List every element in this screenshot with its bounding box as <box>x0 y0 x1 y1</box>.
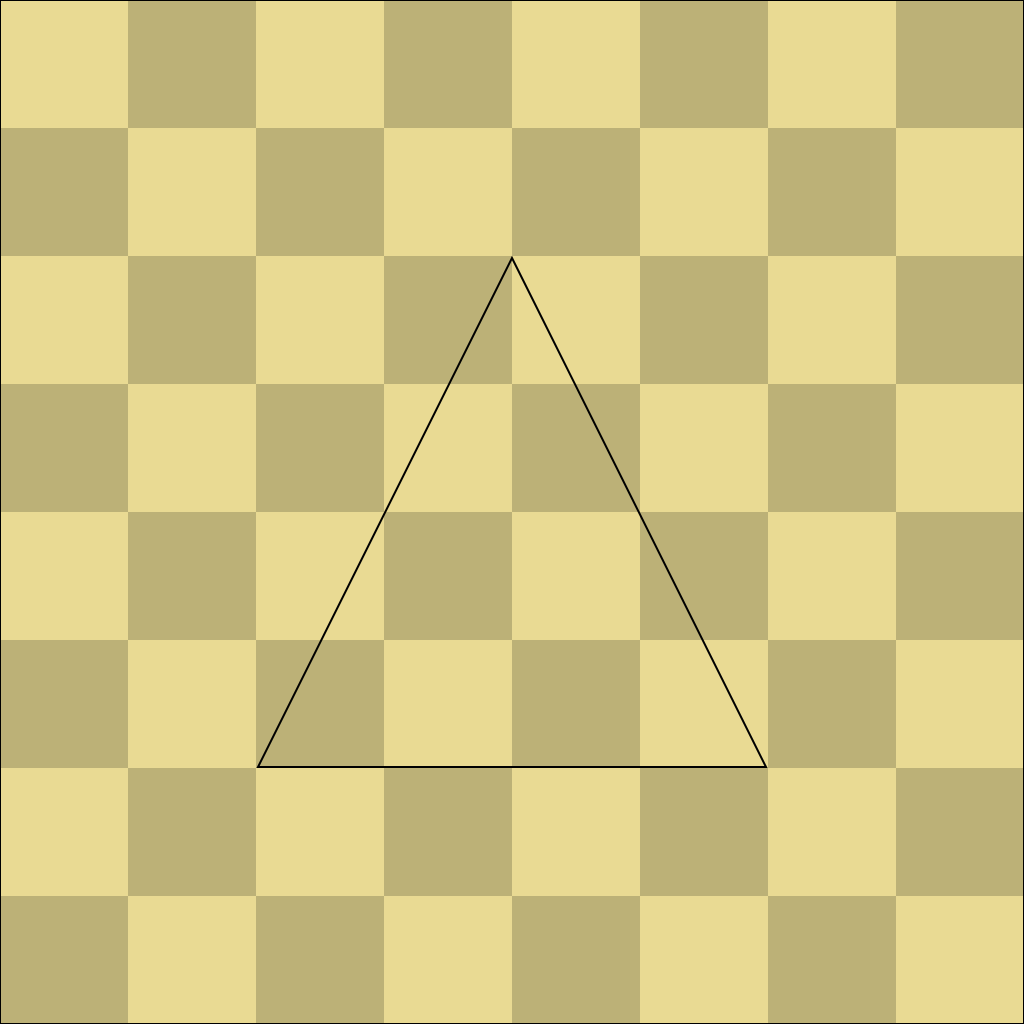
board-square-dark <box>384 256 513 385</box>
board-square-light <box>512 256 641 385</box>
board-square-dark <box>768 128 897 257</box>
board-square-light <box>256 0 385 129</box>
board-square-dark <box>256 128 385 257</box>
board-square-light <box>128 896 257 1024</box>
board-square-dark <box>128 512 257 641</box>
board-square-light <box>256 512 385 641</box>
board-square-dark <box>640 256 769 385</box>
board-square-light <box>640 128 769 257</box>
board-square-light <box>128 128 257 257</box>
board-square-light <box>512 512 641 641</box>
board-square-light <box>896 896 1024 1024</box>
board-square-dark <box>768 896 897 1024</box>
board-square-dark <box>0 896 129 1024</box>
board-square-dark <box>256 896 385 1024</box>
board-square-light <box>256 256 385 385</box>
board-square-light <box>768 0 897 129</box>
board-square-light <box>128 640 257 769</box>
triangle-shape <box>256 255 768 768</box>
board-square-light <box>896 384 1024 513</box>
board-square-dark <box>768 640 897 769</box>
board-square-dark <box>128 0 257 129</box>
board-square-light <box>384 640 513 769</box>
board-square-light <box>256 768 385 897</box>
board-square-dark <box>896 768 1024 897</box>
board-square-dark <box>512 896 641 1024</box>
board-square-dark <box>640 768 769 897</box>
board-square-dark <box>512 640 641 769</box>
board-square-light <box>640 384 769 513</box>
board-square-dark <box>768 384 897 513</box>
board-square-dark <box>512 384 641 513</box>
board-square-light <box>0 768 129 897</box>
board-square-dark <box>640 512 769 641</box>
board-square-dark <box>512 128 641 257</box>
board-square-light <box>0 0 129 129</box>
board-square-dark <box>384 512 513 641</box>
board-square-light <box>896 640 1024 769</box>
board-square-dark <box>384 768 513 897</box>
board-square-dark <box>128 256 257 385</box>
board-square-dark <box>384 0 513 129</box>
board-square-dark <box>256 640 385 769</box>
board-square-dark <box>0 128 129 257</box>
board-square-light <box>640 640 769 769</box>
board-square-light <box>896 128 1024 257</box>
board-square-light <box>768 512 897 641</box>
board-square-light <box>384 384 513 513</box>
board-square-dark <box>896 512 1024 641</box>
board-square-light <box>768 256 897 385</box>
board-square-light <box>768 768 897 897</box>
board-square-light <box>512 768 641 897</box>
board-square-dark <box>896 256 1024 385</box>
board-square-dark <box>0 640 129 769</box>
board-square-light <box>0 512 129 641</box>
board-square-light <box>512 0 641 129</box>
board-square-dark <box>640 0 769 129</box>
board-square-dark <box>256 384 385 513</box>
board-square-light <box>384 896 513 1024</box>
board-square-light <box>384 128 513 257</box>
board-square-dark <box>0 384 129 513</box>
board-square-dark <box>128 768 257 897</box>
board-square-dark <box>896 0 1024 129</box>
board-square-light <box>640 896 769 1024</box>
board-square-light <box>128 384 257 513</box>
board-square-light <box>0 256 129 385</box>
